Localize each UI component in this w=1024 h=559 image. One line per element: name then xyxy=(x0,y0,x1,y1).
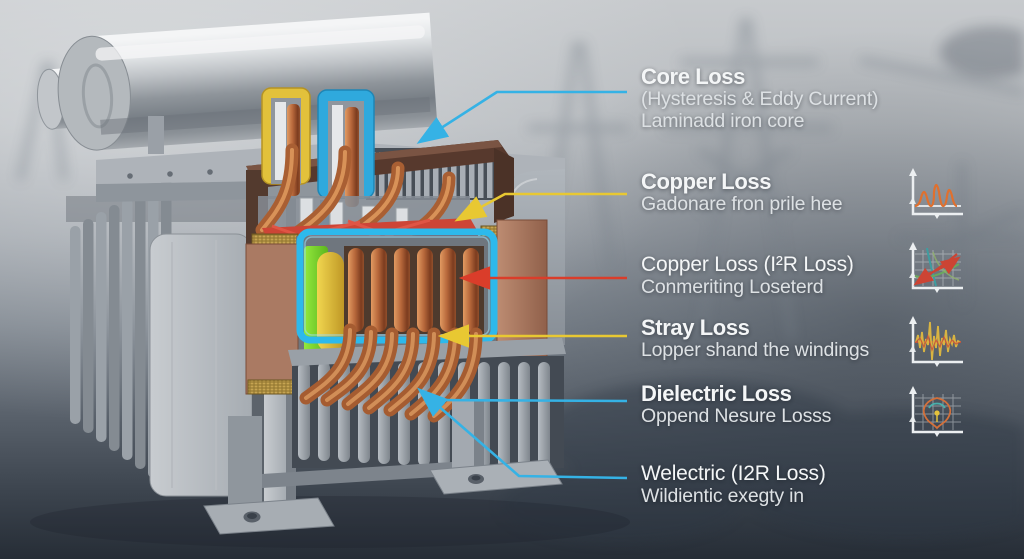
load-lines-chart-icon xyxy=(909,242,963,293)
stray-waveform-chart-icon xyxy=(909,316,963,367)
label-copper-loss: Copper Loss Gadonare fron prile hee xyxy=(641,169,843,216)
label-heading: Stray Loss xyxy=(641,315,750,340)
label-dielectric-loss: Dielectric Loss Oppend Nesure Losss xyxy=(641,381,831,428)
label-subtext: Lopper shand the windings xyxy=(641,339,870,361)
copper-loss-leader xyxy=(454,192,627,222)
hysteresis-curve-chart-icon xyxy=(909,168,963,219)
label-heading: Dielectric Loss xyxy=(641,381,792,406)
label-subtext: Wildientic exegty in xyxy=(641,485,804,507)
label-subtext: Gadonare fron prile hee xyxy=(641,193,843,215)
tank-bracket xyxy=(148,116,164,154)
transformer-illustration xyxy=(36,12,566,535)
blurred-foreground-shapes xyxy=(500,26,1024,543)
dielectric-contour-chart-icon xyxy=(909,386,963,437)
left-radiator-fins xyxy=(66,178,256,497)
label-heading: Core Loss xyxy=(641,64,745,89)
label-stray-loss: Stray Loss Lopper shand the windings xyxy=(641,315,869,362)
welectric-loss-leader xyxy=(417,387,628,480)
label-subtext: Laminadd iron core xyxy=(641,109,805,132)
label-heading: Copper Loss (I²R Loss) xyxy=(641,253,854,276)
dielectric-loss-leader xyxy=(433,398,628,403)
label-core-loss: Core Loss (Hysteresis & Eddy Current) La… xyxy=(641,64,879,132)
power-lines xyxy=(859,57,1024,305)
label-subtext: Oppend Nesure Losss xyxy=(641,405,832,427)
core-loss-leader xyxy=(416,90,627,144)
label-heading: Welectric (I2R Loss) xyxy=(641,462,826,485)
copper-windings xyxy=(348,248,479,332)
label-heading: Copper Loss xyxy=(641,169,772,194)
label-copper-i2r-loss: Copper Loss (I²R Loss) Conmeriting Loset… xyxy=(641,252,854,299)
label-subtext: Conmeriting Loseterd xyxy=(641,276,824,298)
label-welectric-loss: Welectric (I2R Loss) Wildientic exegty i… xyxy=(641,461,826,508)
label-subtext: (Hysteresis & Eddy Current) xyxy=(641,88,879,110)
mounting-feet xyxy=(203,400,563,535)
insulation-yellow xyxy=(317,252,344,352)
core-limb-left xyxy=(245,243,299,395)
